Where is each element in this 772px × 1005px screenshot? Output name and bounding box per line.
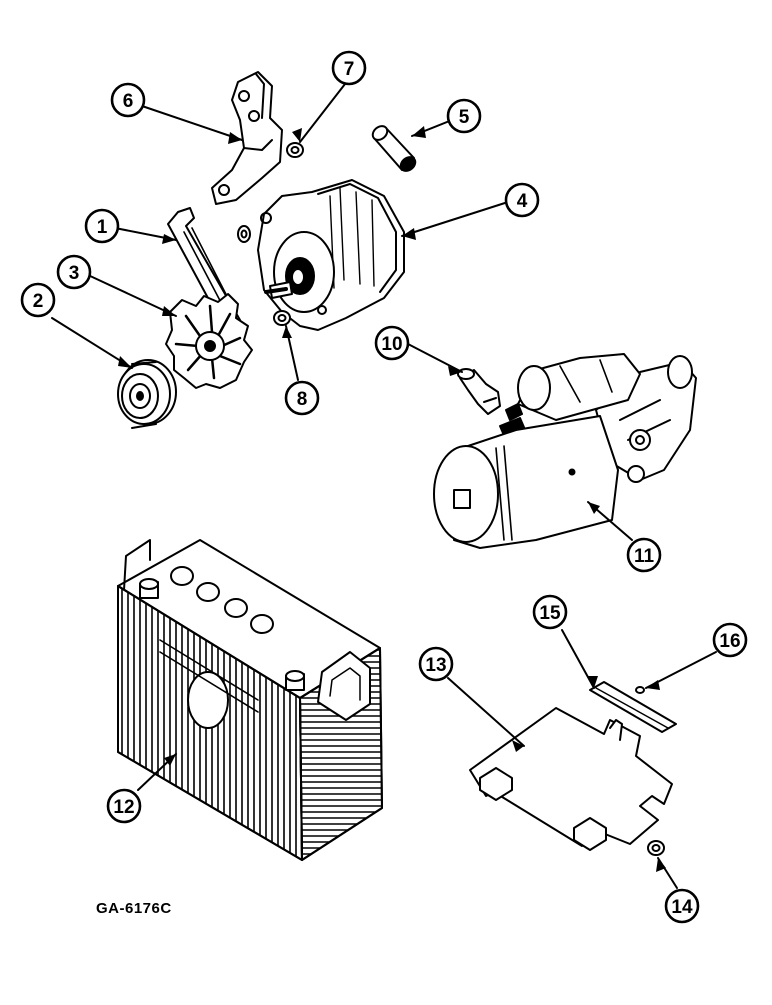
svg-text:4: 4 <box>517 191 528 212</box>
svg-text:15: 15 <box>539 603 561 624</box>
svg-text:13: 13 <box>425 655 446 676</box>
svg-text:7: 7 <box>344 59 355 80</box>
washer-upper <box>237 225 251 243</box>
callout-4: 4 <box>504 182 540 218</box>
pulley <box>117 359 177 429</box>
callout-15: 15 <box>532 594 568 630</box>
svg-text:6: 6 <box>123 91 134 112</box>
washer-7 <box>286 142 304 158</box>
svg-text:2: 2 <box>33 291 44 312</box>
svg-text:16: 16 <box>719 631 740 652</box>
callout-5: 5 <box>446 98 482 134</box>
callout-7: 7 <box>331 50 367 86</box>
nut-14 <box>647 840 665 856</box>
terminal-boot <box>457 368 501 415</box>
battery <box>117 539 383 861</box>
svg-text:14: 14 <box>671 897 693 918</box>
callout-16: 16 <box>712 622 748 658</box>
callout-2: 2 <box>20 282 56 318</box>
bolt-sleeve <box>371 125 417 172</box>
small-washer-16 <box>635 686 645 694</box>
svg-text:1: 1 <box>97 217 108 238</box>
alternator-fan <box>165 293 253 389</box>
drawing-code: GA-6176C <box>96 900 172 917</box>
svg-text:3: 3 <box>69 263 80 284</box>
svg-text:12: 12 <box>113 797 134 818</box>
callout-10: 10 <box>374 325 410 361</box>
callout-3: 3 <box>56 254 92 290</box>
callout-6: 6 <box>110 82 146 118</box>
callout-11: 11 <box>626 537 662 573</box>
washer-8 <box>273 310 291 326</box>
callout-13: 13 <box>418 646 454 682</box>
battery-tray-plate <box>469 707 673 851</box>
callout-14: 14 <box>664 888 700 924</box>
alternator <box>257 179 405 331</box>
mounting-bracket <box>211 71 283 205</box>
callout-1: 1 <box>84 208 120 244</box>
svg-text:10: 10 <box>381 334 402 355</box>
callout-12: 12 <box>106 788 142 824</box>
callouts: 1 2 3 4 5 6 7 8 <box>20 50 748 924</box>
starter-motor <box>433 353 697 549</box>
callout-8: 8 <box>284 380 320 416</box>
clamp-bar <box>589 681 677 733</box>
svg-text:8: 8 <box>297 389 308 410</box>
leader-arrowheads <box>118 126 666 872</box>
svg-text:11: 11 <box>634 546 655 567</box>
svg-text:5: 5 <box>459 107 470 128</box>
